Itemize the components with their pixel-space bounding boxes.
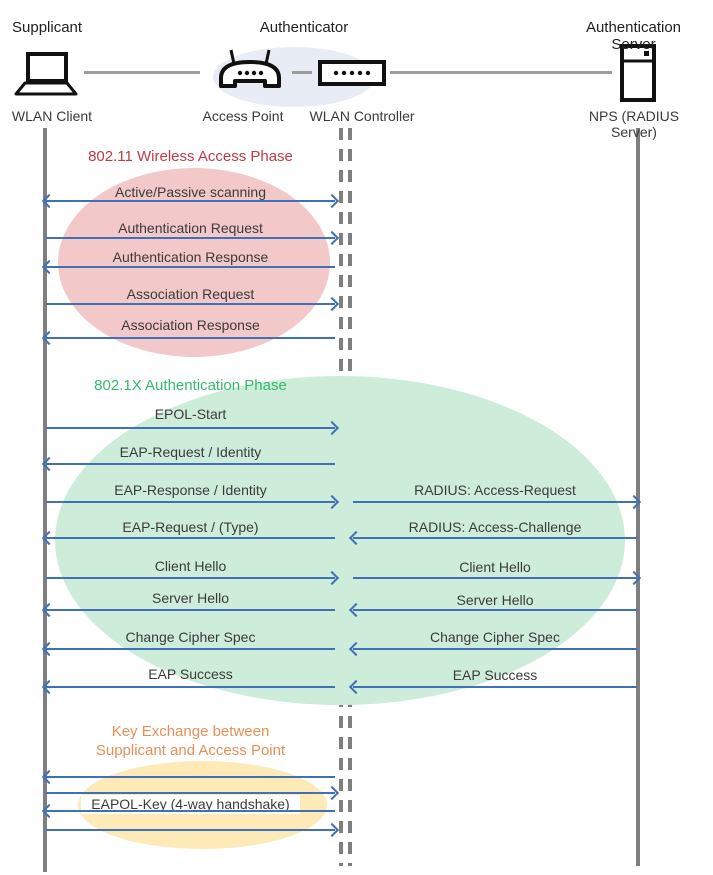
lifeline-radius-server xyxy=(636,128,640,866)
device-wlan-client: WLAN Client xyxy=(11,108,93,124)
phase2-ellipse xyxy=(55,376,625,705)
arrow-left-icon xyxy=(46,776,335,778)
arrow-left-icon xyxy=(46,266,335,268)
message-label: Server Hello xyxy=(151,590,230,606)
message-label: Client Hello xyxy=(459,559,531,575)
phase3-title: Key Exchange between Supplicant and Acce… xyxy=(45,722,336,760)
message-label: Association Response xyxy=(121,317,260,333)
message-label: EAP-Response / Identity xyxy=(114,482,267,498)
message-label: Server Hello xyxy=(456,592,534,608)
message-label: Change Cipher Spec xyxy=(125,629,256,645)
arrow-right-icon xyxy=(46,829,335,831)
wlan-controller-icon xyxy=(318,60,386,86)
device-access-point: Access Point xyxy=(202,108,284,124)
arrow-left-icon xyxy=(46,810,335,812)
message-label: RADIUS: Access-Request xyxy=(414,482,576,498)
role-authentication-server: Authentication Server xyxy=(585,19,682,53)
message-label: Client Hello xyxy=(154,558,227,574)
message-label: Change Cipher Spec xyxy=(430,629,560,645)
link-controller-server xyxy=(390,71,612,74)
arrow-right-icon xyxy=(46,577,335,579)
arrow-both-icon xyxy=(46,200,335,202)
message-label: RADIUS: Access-Challenge xyxy=(408,519,582,535)
device-nps-radius-server: NPS (RADIUS Server) xyxy=(588,108,680,140)
phase2-title: 802.1X Authentication Phase xyxy=(94,377,287,394)
message-label: EAP Success xyxy=(148,666,233,682)
access-point-icon xyxy=(219,49,281,88)
arrow-right-icon xyxy=(46,501,335,503)
arrow-left-icon xyxy=(353,609,637,611)
message-label: EPOL-Start xyxy=(154,406,227,422)
role-authenticator: Authenticator xyxy=(259,19,349,36)
message-label: Association Request xyxy=(126,286,255,302)
arrow-right-icon xyxy=(353,577,637,579)
role-supplicant: Supplicant xyxy=(12,19,83,36)
arrow-left-icon xyxy=(353,537,637,539)
phase3-title-line2: Supplicant and Access Point xyxy=(95,742,286,759)
device-wlan-controller: WLAN Controller xyxy=(309,108,415,124)
phase3-title-line1: Key Exchange between xyxy=(111,723,270,740)
arrow-right-icon xyxy=(46,303,335,305)
message-label: Authentication Response xyxy=(112,249,269,265)
message-label: EAP-Request / (Type) xyxy=(122,519,259,535)
arrow-left-icon xyxy=(353,648,637,650)
message-label: Active/Passive scanning xyxy=(115,184,266,200)
message-label: EAP-Request / Identity xyxy=(119,444,262,460)
laptop-icon xyxy=(14,52,78,96)
arrow-left-icon xyxy=(46,609,335,611)
arrow-left-icon xyxy=(46,463,335,465)
message-label: Authentication Request xyxy=(118,220,263,236)
arrow-right-icon xyxy=(353,501,637,503)
arrow-right-icon xyxy=(46,237,335,239)
arrow-left-icon xyxy=(46,337,335,339)
server-icon xyxy=(620,44,656,102)
arrow-left-icon xyxy=(46,537,335,539)
lifeline-wlan-client xyxy=(43,128,47,872)
arrow-right-icon xyxy=(46,427,335,429)
arrow-left-icon xyxy=(353,686,637,688)
message-label: EAP Success xyxy=(452,667,538,683)
link-client-ap xyxy=(84,71,200,74)
arrow-left-icon xyxy=(46,648,335,650)
arrow-right-icon xyxy=(46,792,335,794)
arrow-left-icon xyxy=(46,686,335,688)
link-ap-controller xyxy=(292,71,312,74)
phase1-title: 802.11 Wireless Access Phase xyxy=(88,148,293,165)
